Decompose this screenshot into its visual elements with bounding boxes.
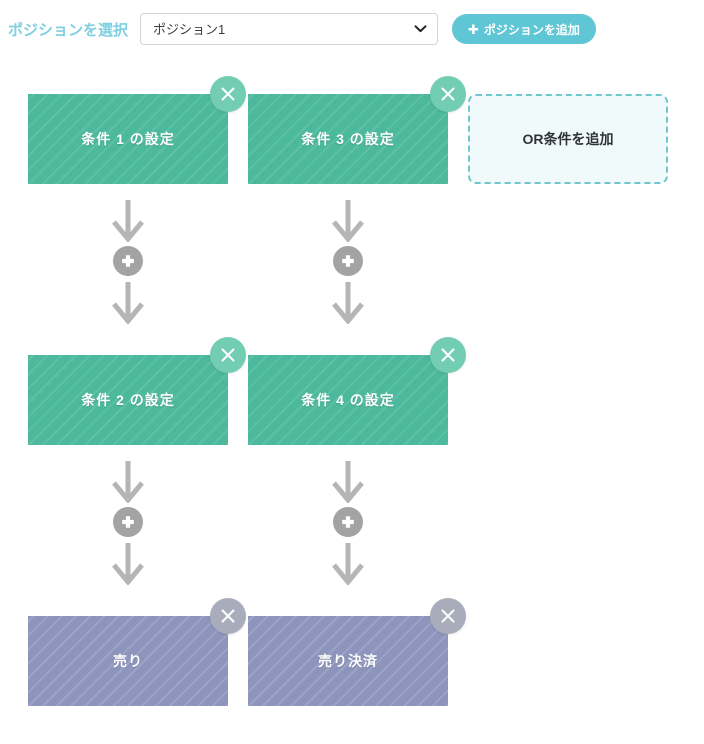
close-icon[interactable] [210, 76, 246, 112]
plus-circle-icon[interactable] [333, 507, 363, 537]
close-icon[interactable] [430, 337, 466, 373]
arrow-down-icon [331, 459, 365, 504]
add-position-button[interactable]: ✚ ポジションを追加 [452, 14, 596, 44]
order-node-sell-label: 売り [113, 653, 143, 669]
flow-canvas: OR条件を追加 条件 1 の設定 [0, 58, 704, 744]
connector-1-2 [28, 459, 228, 586]
condition-node-4[interactable]: 条件 4 の設定 [248, 337, 466, 445]
close-icon[interactable] [210, 337, 246, 373]
toolbar: ポジションを選択 ポジション1 ✚ ポジションを追加 [0, 0, 704, 58]
position-select[interactable]: ポジション1 [140, 13, 439, 45]
close-icon[interactable] [430, 598, 466, 634]
add-or-condition-label: OR条件を追加 [522, 131, 614, 147]
add-or-condition-box[interactable]: OR条件を追加 [468, 94, 668, 184]
arrow-down-icon [331, 280, 365, 325]
plus-circle-icon[interactable] [113, 246, 143, 276]
order-node-sell[interactable]: 売り [28, 598, 246, 706]
position-select-label: ポジションを選択 [8, 21, 129, 39]
arrow-down-icon [111, 198, 145, 243]
close-icon[interactable] [210, 598, 246, 634]
condition-node-2[interactable]: 条件 2 の設定 [28, 337, 246, 445]
connector-2-1 [248, 198, 448, 325]
condition-node-1-label: 条件 1 の設定 [81, 131, 175, 147]
arrow-down-icon [331, 541, 365, 586]
plus-circle-icon[interactable] [333, 246, 363, 276]
connector-1-1 [28, 198, 228, 325]
position-select-wrap: ポジション1 [140, 13, 439, 45]
condition-node-3-label: 条件 3 の設定 [301, 131, 395, 147]
plus-circle-icon[interactable] [113, 507, 143, 537]
connector-2-2 [248, 459, 448, 586]
condition-node-4-label: 条件 4 の設定 [301, 392, 395, 408]
condition-node-2-label: 条件 2 の設定 [81, 392, 175, 408]
order-node-sell-close-label: 売り決済 [318, 653, 378, 669]
condition-node-3[interactable]: 条件 3 の設定 [248, 76, 466, 184]
arrow-down-icon [111, 459, 145, 504]
close-icon[interactable] [430, 76, 466, 112]
add-position-button-label: ポジションを追加 [483, 22, 580, 37]
condition-node-1[interactable]: 条件 1 の設定 [28, 76, 246, 184]
plus-icon: ✚ [468, 21, 479, 37]
order-node-sell-close[interactable]: 売り決済 [248, 598, 466, 706]
arrow-down-icon [111, 541, 145, 586]
arrow-down-icon [111, 280, 145, 325]
arrow-down-icon [331, 198, 365, 243]
